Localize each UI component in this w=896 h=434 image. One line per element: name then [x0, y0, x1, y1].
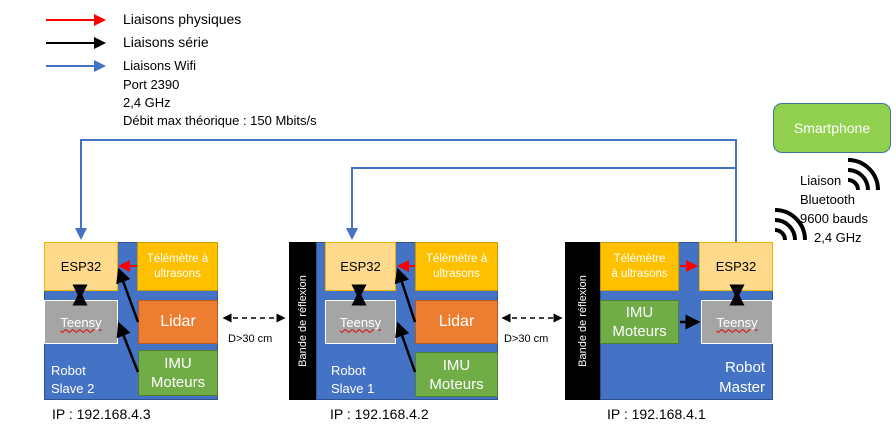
- legend-wifi: Liaisons Wifi: [123, 58, 196, 73]
- ip-slave2: IP : 192.168.4.3: [52, 406, 151, 422]
- signal-icon-master: [774, 208, 807, 241]
- reflection-band-slave1: Bande de réflexion: [289, 242, 317, 400]
- wifi-link-slave1: [346, 167, 736, 240]
- serial-imu-teensy-s1: [395, 321, 417, 373]
- legend-serial: Liaisons série: [123, 34, 209, 50]
- serial-lidar-esp-s1: [394, 267, 417, 323]
- esp32-master: ESP32: [699, 242, 773, 291]
- reflection-band-master: Bande de réflexion: [565, 242, 601, 400]
- legend-freq: 2,4 GHz: [123, 95, 171, 110]
- ip-master: IP : 192.168.4.1: [607, 406, 706, 422]
- distance-label-2: D>30 cm: [504, 333, 549, 345]
- esp32-slave1: ESP32: [325, 242, 396, 291]
- serial-lidar-esp-s2: [116, 267, 140, 323]
- teensy-master: Teensy: [701, 300, 773, 344]
- legend-physical: Liaisons physiques: [123, 11, 242, 27]
- distance-label-1: D>30 cm: [228, 333, 273, 345]
- bt-line2: Bluetooth: [800, 192, 855, 207]
- bt-line4: 2,4 GHz: [814, 230, 862, 245]
- teensy-slave1: Teensy: [325, 300, 396, 344]
- lidar-slave1: Lidar: [415, 300, 498, 344]
- bt-line3: 9600 bauds: [800, 211, 868, 226]
- signal-icon-smartphone: [847, 158, 880, 191]
- ip-slave1: IP : 192.168.4.2: [330, 406, 429, 422]
- smartphone-label: Smartphone: [793, 120, 871, 136]
- legend-port: Port 2390: [123, 77, 180, 92]
- serial-imu-teensy-s2: [116, 321, 140, 373]
- legend-rate: Débit max théorique : 150 Mbits/s: [123, 113, 317, 128]
- teensy-slave2: Teensy: [44, 300, 118, 344]
- esp32-slave2: ESP32: [44, 242, 118, 291]
- bt-line1: Liaison: [800, 173, 842, 188]
- bluetooth-label: Liaison Bluetooth 9600 bauds 2,4 GHz: [800, 171, 868, 247]
- lidar-slave2: Lidar: [138, 300, 218, 344]
- smartphone-node: Smartphone: [773, 103, 891, 153]
- wifi-link-slave2: [75, 139, 737, 242]
